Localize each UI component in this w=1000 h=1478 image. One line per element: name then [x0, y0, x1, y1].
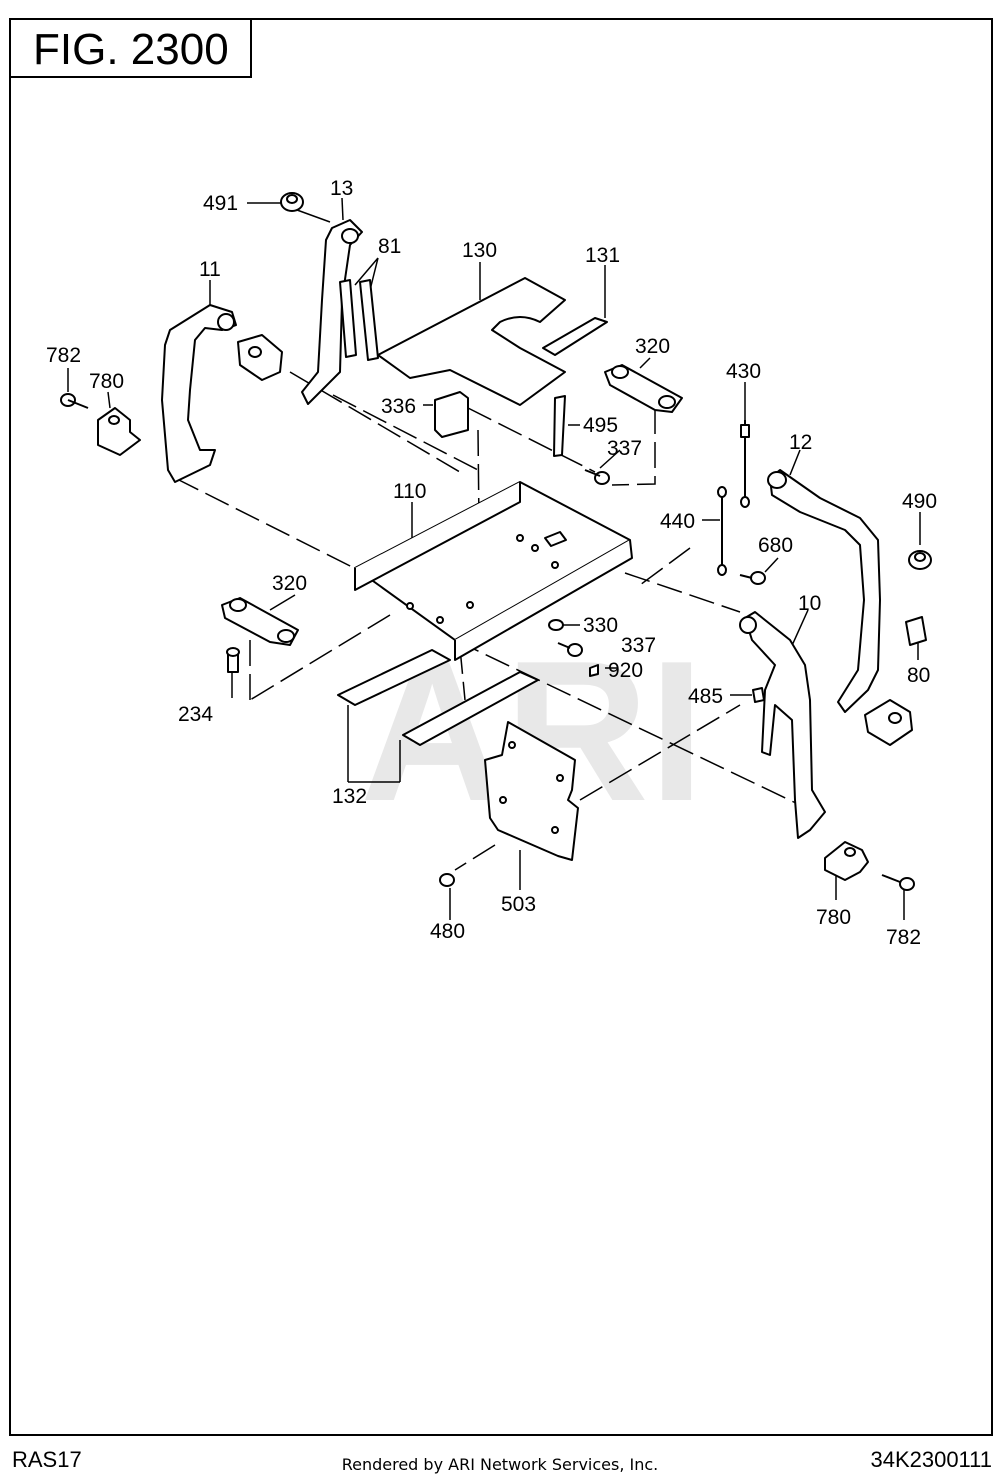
- mats-132: [337, 649, 539, 746]
- footer-credit: Rendered by ARI Network Services, Inc.: [341, 1455, 659, 1474]
- callout-234: 234: [178, 703, 213, 726]
- leader-lines: [67, 197, 921, 920]
- bushing-490: [908, 550, 932, 570]
- cable-430: [740, 420, 750, 508]
- callout-330: 330: [583, 614, 618, 637]
- alignment-lines: [174, 371, 801, 871]
- footer-left-code: RAS17: [12, 1447, 82, 1472]
- callout-782-left: 782: [46, 344, 81, 367]
- callout-80: 80: [907, 664, 930, 687]
- callout-10: 10: [798, 592, 821, 615]
- callout-440: 440: [660, 510, 695, 533]
- frame-10: [739, 611, 826, 839]
- cable-440: [717, 486, 727, 576]
- strap-495: [553, 395, 566, 457]
- bolt-480: [439, 873, 455, 887]
- pad-131: [542, 317, 608, 356]
- clip-920: [589, 664, 599, 677]
- callout-320-lower: 320: [272, 572, 307, 595]
- mount-block-left: [237, 334, 283, 381]
- footer-right-code: 34K2300111: [870, 1447, 992, 1472]
- callout-110: 110: [393, 480, 426, 503]
- nut-485: [752, 687, 765, 703]
- callout-131: 131: [585, 244, 620, 267]
- figure-title: FIG. 2300: [33, 25, 229, 74]
- frame-11: [161, 304, 237, 483]
- callout-336: 336: [381, 395, 416, 418]
- callout-490: 490: [902, 490, 937, 513]
- bracket-780-right: [824, 841, 869, 881]
- mount-320-upper: [604, 364, 683, 413]
- platform-110: [354, 481, 633, 661]
- callout-320-upper: 320: [635, 335, 670, 358]
- bracket-12: [767, 469, 881, 713]
- callout-132: 132: [332, 785, 367, 808]
- bracket-13: [301, 219, 363, 405]
- bolt-680: [739, 571, 766, 585]
- nut-330: [548, 619, 564, 631]
- callout-labels: 491 13 81 130 131 11 782 780 320 430 336…: [46, 177, 937, 949]
- callout-495: 495: [583, 414, 618, 437]
- floor-mat-130: [377, 277, 566, 406]
- bolt-337-lower: [557, 642, 583, 657]
- bolt-782-left: [60, 393, 89, 409]
- bracket-780-left: [97, 407, 141, 456]
- pad-80: [905, 616, 927, 646]
- bolt-782-right: [881, 874, 915, 891]
- mount-320-lower: [221, 597, 299, 646]
- figure-title-box: FIG. 2300: [9, 18, 252, 78]
- callout-780-left: 780: [89, 370, 124, 393]
- bracket-336: [434, 391, 469, 438]
- bushing-491: [280, 192, 304, 212]
- callout-680: 680: [758, 534, 793, 557]
- callout-430: 430: [726, 360, 761, 383]
- callout-12: 12: [789, 431, 812, 454]
- callout-81: 81: [378, 235, 401, 258]
- callout-503: 503: [501, 893, 536, 916]
- callout-485: 485: [688, 685, 723, 708]
- callout-337-upper: 337: [607, 437, 642, 460]
- callout-13: 13: [330, 177, 353, 200]
- callout-480: 480: [430, 920, 465, 943]
- callout-780-right: 780: [816, 906, 851, 929]
- callout-11: 11: [199, 258, 221, 281]
- callout-920: 920: [608, 659, 643, 682]
- callout-337-lower: 337: [621, 634, 656, 657]
- callout-491: 491: [203, 192, 238, 215]
- callout-130: 130: [462, 239, 497, 262]
- plate-503: [484, 721, 579, 861]
- callout-782-right: 782: [886, 926, 921, 949]
- parts: [60, 192, 932, 891]
- bolt-234: [226, 647, 240, 673]
- drawing-frame: [9, 18, 993, 1436]
- mount-block-right: [864, 699, 913, 746]
- bolt-337-upper: [584, 469, 610, 485]
- pads-81: [339, 279, 379, 361]
